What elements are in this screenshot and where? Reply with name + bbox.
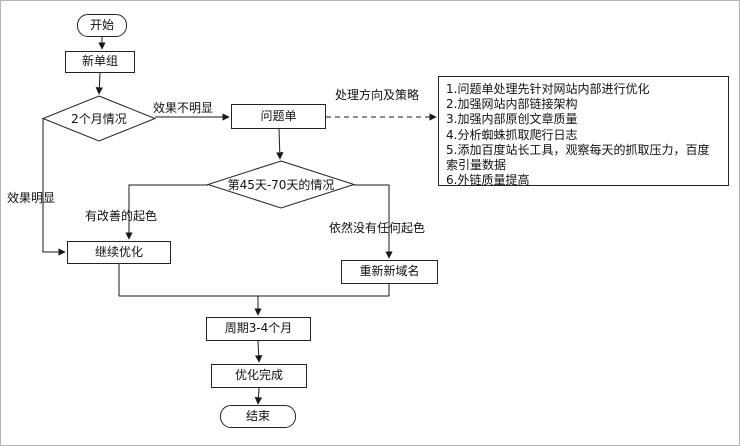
optimize-complete-node: 优化完成 (211, 364, 307, 388)
cycle-label: 周期3-4个月 (224, 321, 293, 336)
continue-optimize-node: 继续优化 (67, 241, 171, 264)
problem-ticket-label: 问题单 (260, 108, 297, 123)
edge-label-handling-direction: 处理方向及策略 (335, 88, 420, 102)
optimize-complete-label: 优化完成 (234, 368, 283, 383)
day45-70-decision-label: 第45天-70天的情况 (227, 178, 335, 192)
strategy-item-3: 3.加强内部原创文章质量 (446, 112, 578, 127)
day45-70-decision-node: 第45天-70天的情况 (208, 161, 354, 208)
strategy-item-2: 2.加强网站内部链接架构 (446, 97, 578, 112)
new-domain-node: 重新新域名 (341, 260, 438, 284)
cycle-node: 周期3-4个月 (206, 317, 311, 341)
decision-diamond-day45-70 (206, 160, 356, 209)
strategy-list-box: 1.问题单处理先针对网站内部进行优化 2.加强网站内部链接架构 3.加强内部原创… (438, 76, 729, 188)
edge-cycle-to-complete (254, 340, 263, 363)
new-order-group-label: 新单组 (81, 54, 118, 69)
strategy-item-1: 1.问题单处理先针对网站内部进行优化 (446, 82, 650, 96)
edge-label-effect-not-obvious: 效果不明显 (153, 101, 214, 115)
strategy-item-4: 4.分析蜘蛛抓取爬行日志 (446, 127, 578, 142)
edge-complete-to-end (254, 387, 263, 405)
two-month-decision-label: 2个月情况 (71, 112, 127, 126)
two-month-decision-node: 2个月情况 (43, 96, 155, 141)
decision-diamond-two-month (41, 95, 157, 142)
end-node: 结束 (220, 405, 296, 428)
edge-decision1-to-continue (42, 118, 66, 256)
edge-decision2-to-newdomain (354, 184, 393, 259)
strategy-item-5: 5.添加百度站长工具，观察每天的抓取压力，百度索引量数据 (446, 142, 710, 173)
continue-optimize-label: 继续优化 (94, 244, 143, 259)
edge-label-effect-obvious: 效果明显 (7, 191, 56, 205)
start-node: 开始 (77, 14, 127, 37)
strategy-item-6: 6.外链质量提高 (446, 173, 530, 188)
edge-label-improvement: 有改善的起色 (85, 209, 158, 223)
edge-problem-to-decision2 (276, 128, 284, 160)
edge-newgroup-to-decision1 (95, 72, 104, 95)
new-domain-label: 重新新域名 (359, 264, 420, 279)
edge-decision2-to-continue (125, 184, 208, 240)
new-order-group-node: 新单组 (65, 51, 135, 73)
problem-ticket-node: 问题单 (231, 104, 326, 129)
end-label: 结束 (245, 408, 270, 423)
edge-label-no-improvement: 依然没有任何起色 (329, 221, 426, 235)
start-label: 开始 (89, 17, 114, 32)
